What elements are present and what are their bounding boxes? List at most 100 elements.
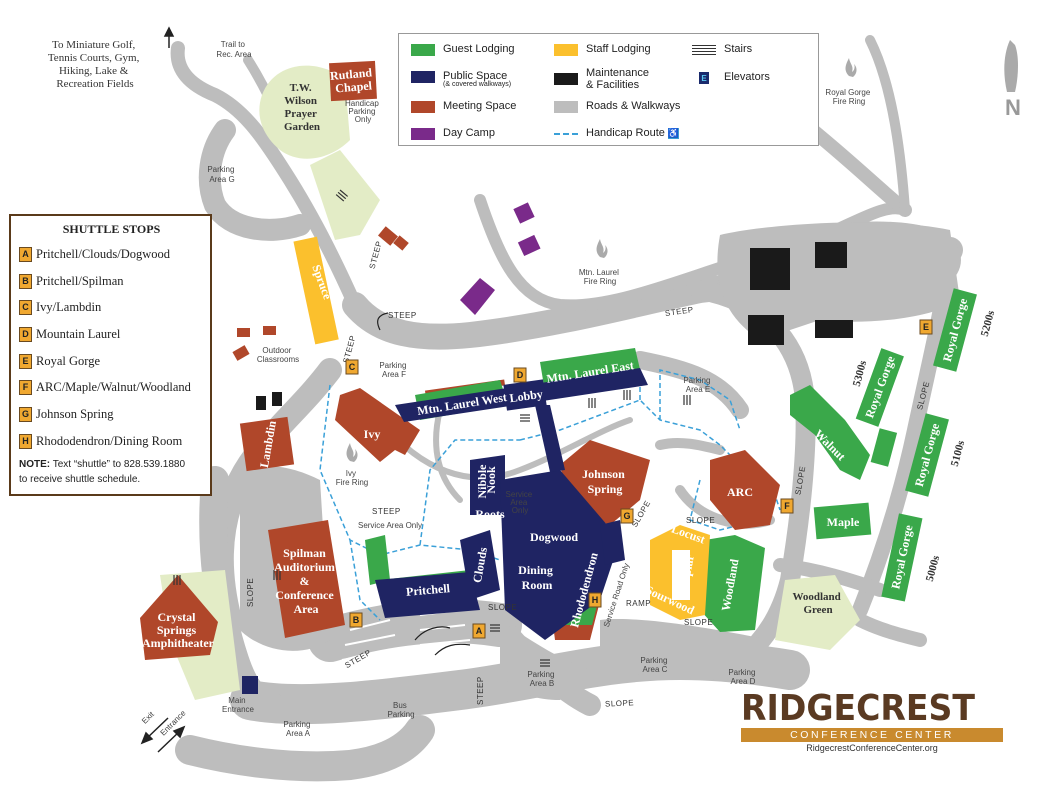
legend-handicap-route: Handicap Route♿	[554, 127, 679, 139]
road-lower-lot	[308, 598, 522, 662]
service-area-only-2-label: Service Area Only	[358, 521, 422, 530]
road-east-pk-e	[631, 351, 749, 419]
maple-building	[813, 502, 872, 540]
arc-label: ARC	[727, 485, 753, 499]
pritchell-label: Pritchell	[405, 581, 451, 599]
nibble-nook	[470, 455, 505, 515]
lobby-label: Lobby	[509, 387, 544, 406]
logo-title: RIDGECREST	[741, 688, 976, 729]
steep-label-7: STEEP	[476, 676, 485, 705]
steep-label-3: STEEP	[388, 311, 417, 320]
maint-4	[815, 320, 853, 338]
crystal-springs-label: Crystal Springs Amphitheater	[142, 610, 215, 650]
maint-5	[256, 396, 266, 410]
road-north-entry	[170, 41, 362, 312]
map-stop-c[interactable]: C	[345, 359, 359, 375]
maint-6	[272, 392, 282, 406]
slope-label-8: SLOPE	[605, 698, 635, 709]
royal-gorge-5200	[933, 288, 977, 372]
map-stop-f[interactable]: F	[780, 498, 794, 514]
steep-label-4: STEEP	[664, 305, 694, 318]
walkway-lobby-south	[535, 405, 565, 472]
roots-label: Roots	[475, 507, 505, 521]
n5200-label: 5200s	[979, 309, 998, 338]
royal-gorge-5300	[855, 348, 904, 427]
parking-lot-d	[600, 619, 770, 680]
outdoor-classroom-2	[263, 326, 276, 335]
parking-d-label: Parking Area D	[728, 668, 757, 686]
tw-wilson-garden	[259, 65, 350, 159]
slope-label-6: SLOPE	[488, 603, 517, 612]
maint-3	[748, 315, 784, 345]
fire-icon-mtn-laurel	[596, 239, 608, 258]
stop-badge: E	[19, 353, 32, 369]
steep-label-5: STEEP	[372, 507, 401, 516]
small-meeting-2	[393, 235, 409, 251]
maple-label: Maple	[827, 515, 860, 529]
royal-gorge-fire-label: Royal Gorge Fire Ring	[825, 88, 872, 106]
stop-badge: A	[19, 246, 32, 262]
dogwood-label: Dogwood	[530, 530, 578, 544]
ridgecrest-logo: RIDGECREST CONFERENCE CENTER RidgecrestC…	[741, 690, 1003, 754]
ivy-fire-label: Ivy Fire Ring	[336, 469, 368, 487]
lambdin-building	[239, 416, 295, 472]
map-stop-e[interactable]: E	[919, 319, 933, 335]
meeting-space-swatch	[411, 101, 435, 113]
staff-inner	[672, 550, 690, 600]
map-legend: Guest Lodging Staff Lodging Stairs Publi…	[398, 33, 819, 146]
logo-url[interactable]: RidgecrestConferenceCenter.org	[806, 743, 938, 753]
ivy-label: Ivy	[364, 427, 381, 441]
map-stop-g[interactable]: G	[620, 508, 634, 524]
note-text-2: to receive shuttle schedule.	[19, 473, 141, 485]
legend-day-camp: Day Camp	[411, 127, 495, 140]
parking-g-label: Parking Area G	[207, 165, 236, 184]
maint-2	[815, 242, 847, 268]
rutland-label: Rutland Chapel	[329, 65, 376, 96]
lot-arrows	[414, 626, 471, 656]
map-stop-d[interactable]: D	[513, 367, 527, 383]
shuttle-note: NOTE: Text “shuttle” to 828.539.1880 to …	[19, 457, 204, 487]
svg-text:H: H	[592, 595, 599, 605]
maintenance-swatch	[554, 73, 578, 85]
parking-f-label: Parking Area F	[379, 361, 408, 379]
map-stop-h[interactable]: H	[588, 592, 602, 608]
stop-name: Pritchell/Spilman	[36, 273, 124, 288]
public-space-swatch	[411, 71, 435, 83]
map-stop-a[interactable]: A	[472, 623, 486, 639]
woodland-green-label: Woodland Green	[792, 591, 843, 616]
legend-maintenance-label: Maintenance& Facilities	[586, 67, 649, 91]
service-area-only-label: Service Area Only	[506, 490, 535, 515]
ramp-label: RAMP	[626, 599, 651, 608]
stairs-icon	[692, 45, 716, 55]
legend-roads-label: Roads & Walkways	[586, 100, 681, 112]
trail-label: Trail to Rec. Area	[216, 40, 252, 59]
legend-meeting-space: Meeting Space	[411, 100, 516, 113]
fire-icon-ivy	[346, 443, 358, 462]
shuttle-stops-title: SHUTTLE STOPS	[62, 222, 161, 236]
main-entrance-label: Main Entrance	[222, 696, 255, 714]
stop-badge: C	[19, 300, 32, 316]
shuttle-stop-c[interactable]: C Ivy/Lambdin	[19, 294, 204, 321]
north-arrow-icon: N	[1004, 40, 1021, 120]
handicap-parking-label: Handicap Parking Only	[345, 99, 381, 124]
bus-parking-label: Bus Parking	[387, 701, 414, 719]
fire-icon-royal	[845, 58, 857, 77]
mini-golf-label: To Miniature Golf, Tennis Courts, Gym, H…	[48, 39, 142, 90]
shuttle-stop-h[interactable]: H Rhododendron/Dining Room	[19, 428, 204, 455]
map-stop-b[interactable]: B	[349, 612, 363, 628]
stop-name: Ivy/Lambdin	[36, 300, 102, 315]
legend-elevators-label: Elevators	[724, 71, 770, 83]
svg-text:G: G	[623, 511, 630, 521]
maint-1	[750, 248, 790, 290]
stop-badge: H	[19, 433, 32, 449]
stop-name: Rhododendron/Dining Room	[36, 433, 183, 448]
royal-gorge-5100	[905, 413, 949, 497]
spilman-label: Spilman Auditorium & Conference Area	[274, 546, 338, 616]
